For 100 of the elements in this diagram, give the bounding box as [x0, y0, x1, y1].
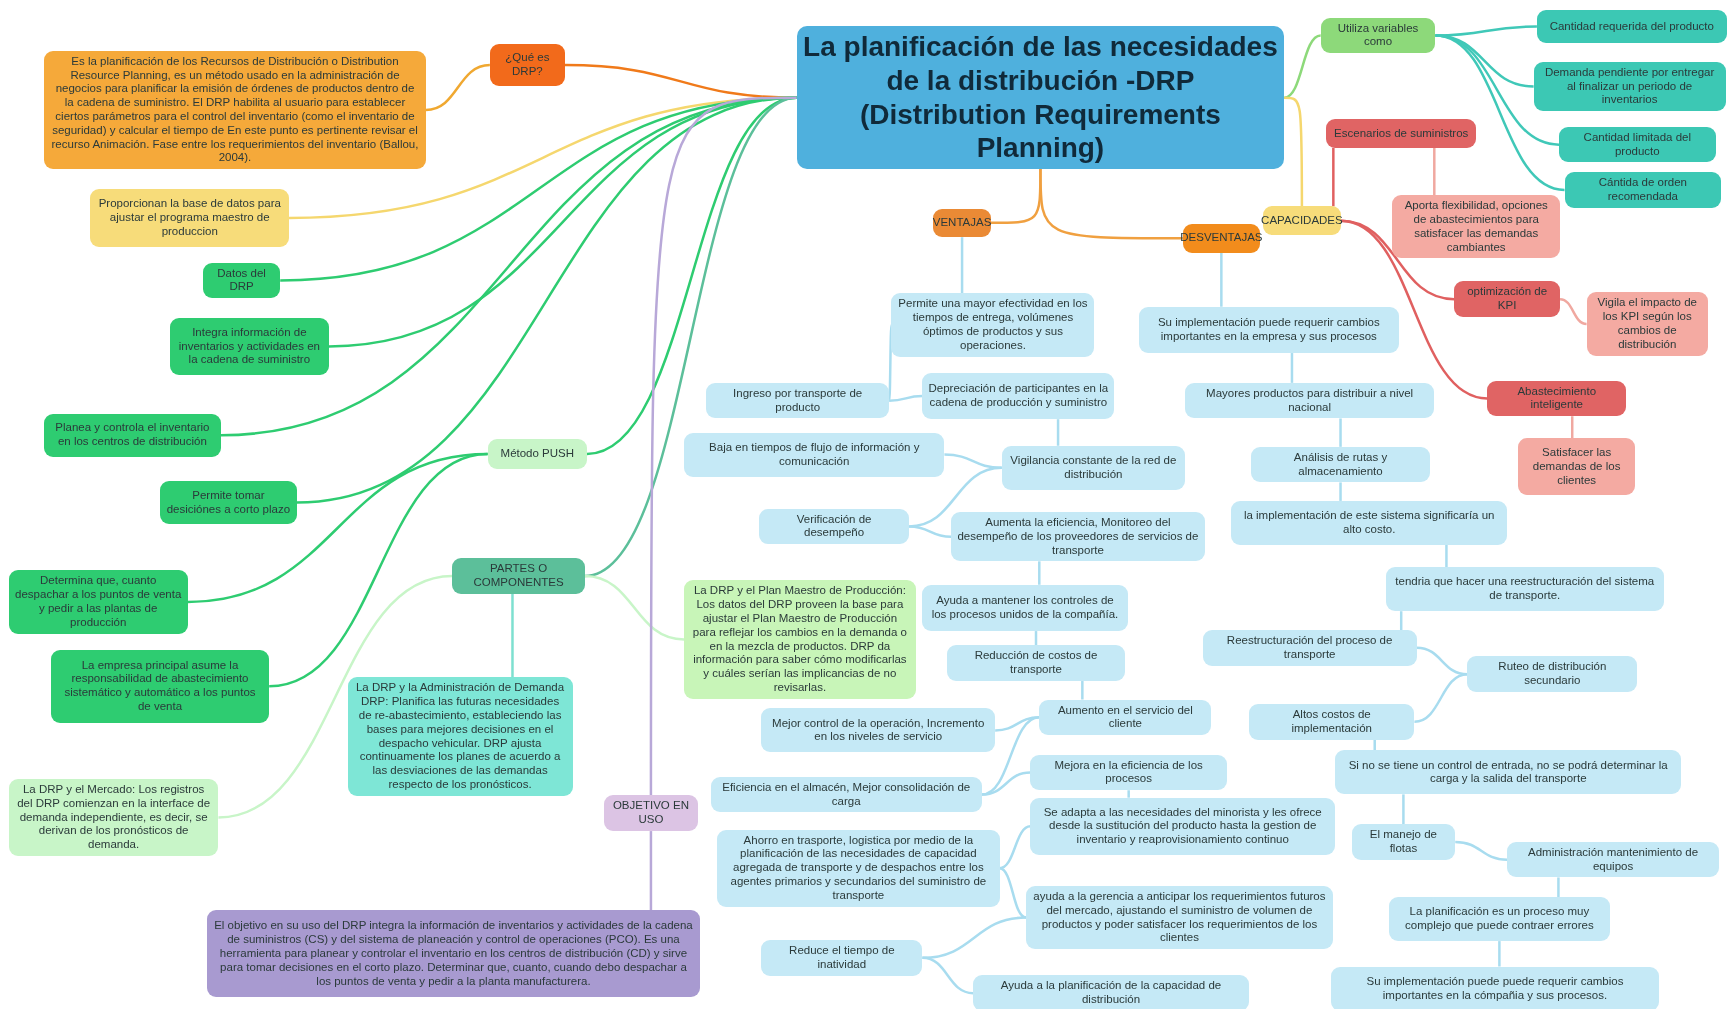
connector-line — [889, 394, 923, 402]
topic-box: Reestructuración del proceso de transporte — [1202, 630, 1417, 666]
connector-line — [1557, 877, 1560, 897]
topic-box: Reducción de costos de transporte — [946, 645, 1126, 682]
topic-box: La planificación es un proceso muy complejo que puede contraer errores — [1389, 897, 1610, 942]
topic-box: Método PUSH — [487, 439, 587, 469]
topic-box: Vigilancia constante de la red de distribución — [1001, 445, 1185, 490]
topic-box: ¿Qué es DRP? — [489, 44, 565, 87]
connector-line — [268, 452, 488, 688]
topic-box: Planea y controla el inventario en los centros de distribución — [44, 413, 221, 457]
topic-box: Permite una mayor efectividad en los tiempos de entrega, volúmenes óptimos de productos y sus operaciones. — [891, 293, 1095, 357]
connector-line — [1373, 739, 1376, 751]
topic-box: Integra información de inventarios y actividades en la cadena de suministro — [169, 317, 329, 376]
connector-line — [1414, 673, 1468, 723]
connector-line — [1399, 611, 1403, 630]
connector-line — [960, 237, 964, 294]
connector-line — [1433, 147, 1436, 196]
connector-line — [1081, 681, 1084, 700]
topic-box: VENTAJAS — [933, 208, 991, 238]
topic-box: Su implementación puede puede requerir cambios importantes en la cómpañia y sus procesos. — [1330, 966, 1660, 1009]
topic-box: La DRP y el Plan Maestro de Producción: Los datos del DRP proveen la base para ajustar el Plan Maestro de Producción para reflejar los cambios en la demanda o en la mezcla de productos. DRP da información para saber cómo modificarlas y cuáles serían las implicancias de no revisarlas. — [684, 580, 916, 699]
topic-box: Ayuda a mantener los controles de los procesos unidos de la compañía. — [922, 584, 1128, 632]
topic-box: La empresa principal asume la responsabilidad de abastecimiento sistemático y automático a los puntos de venta — [50, 649, 270, 723]
connector-line — [1570, 416, 1574, 438]
topic-box: Permite tomar desiciónes a corto plazo — [159, 481, 297, 525]
topic-box: Cántida de orden recomendada — [1564, 172, 1722, 208]
topic-box: tendria que hacer una reestructuración del sistema de transporte. — [1385, 567, 1664, 612]
topic-box: Abastecimiento inteligente — [1487, 380, 1627, 417]
topic-box: Depreciación de participantes en la cadena de producción y suministro — [922, 372, 1115, 420]
connector-line — [1039, 168, 1183, 240]
topic-box: Aumento en el servicio del cliente — [1039, 699, 1212, 736]
topic-box: Es la planificación de los Recursos de Distribución o Distribution Resource Planning, es un método usado en la administración de negocios para planificar la emisión de órdenes de productos dentro de la cadena de suministro. El DRP habilita al usuario para establecer ciertos parámetros para el control del inventario (como el inventario de seguridad) y calcular el tiempo de En este punto es pertinente revisar el recurso Animación. Fase entre los requerimientos del inventario (Ballou, 2004). — [44, 50, 426, 170]
topic-box: El objetivo en su uso del DRP integra la información de inventarios y actividades de la cadena de suministros (CS) y del sistema de planeación y control de operaciones (PCO). Es una herramienta para planear y controlar el inventario en los centros de distribución (CD) y sirve para tomar decisiones en el corto plazo. Determinar que, cuanto, cuando debo despachar a los puntos de venta y pedir a la planta manufacturera. — [207, 910, 700, 998]
topic-box: El manejo de flotas — [1351, 824, 1456, 860]
connector-line — [1445, 545, 1448, 568]
connector-line — [649, 831, 653, 911]
topic-box: Eficiencia en el almacén, Mejor consolidación de carga — [710, 776, 982, 813]
connector-line — [1038, 561, 1041, 585]
connector-line — [922, 956, 974, 995]
topic-box: Determina que, cuanto despachar a los puntos de venta y pedir a las plantas de producción — [8, 570, 188, 634]
topic-box: Aumenta la eficiencia, Monitoreo del desempeño de los proveedores de servicios de transporte — [951, 511, 1205, 562]
connector-line — [1559, 297, 1587, 326]
connector-line — [944, 453, 1002, 470]
topic-box: Análisis de rutas y almacenamiento — [1251, 446, 1430, 483]
topic-box: la implementación de este sistema significaría un alto costo. — [1231, 500, 1508, 545]
topic-box: ayuda a la gerencia a anticipar los requerimientos futuros del mercado, ajustando el suministro de volumen de productos y poder satisfacer los requerimientos de los clientes — [1026, 885, 1333, 950]
connector-line — [999, 825, 1031, 870]
central-topic-box: La planificación de las necesidades de la distribución -DRP (Distribution Requirements Planning) — [796, 26, 1285, 169]
topic-box: Verificación de desempeño — [759, 508, 910, 545]
topic-box: Datos del DRP — [203, 262, 281, 299]
topic-box: Utiliza variables como — [1320, 17, 1436, 54]
connector-line — [1339, 482, 1342, 501]
connector-line — [425, 63, 490, 112]
topic-box: Aporta flexibilidad, opciones de abastecimientos para satisfacer las demandas cambiantes — [1392, 195, 1561, 259]
topic-box: Reduce el tiempo de inatividad — [761, 940, 923, 976]
topic-box: La DRP y la Administración de Demanda DRP: Planifica las futuras necesidades de re-abastecimiento, estableciendo las bases para mejores decisiones en el despacho vehicular. DRP ajusta continuamente los planes de acuerdo a las desviaciones de las demandas respecto de los pronósticos. — [347, 677, 573, 796]
connector-line — [218, 574, 453, 819]
topic-box: Administración mantenimiento de equipos — [1507, 841, 1719, 878]
connector-line — [1127, 790, 1130, 798]
topic-box: Cantidad requerida del producto — [1536, 9, 1727, 43]
topic-box: optimización de KPI — [1454, 281, 1561, 317]
topic-box: Mayores productos para distribuir a nivel nacional — [1184, 382, 1435, 419]
connector-line — [999, 867, 1027, 919]
connector-line — [1290, 353, 1294, 383]
connector-line — [649, 96, 797, 796]
connector-line — [1340, 219, 1488, 400]
topic-box: Ruteo de distribución secundario — [1467, 656, 1638, 693]
connector-line — [1498, 941, 1501, 967]
topic-box: Vigila el impacto de los KPI según los cambios de distribución — [1586, 292, 1708, 356]
topic-box: La DRP y el Mercado: Los registros del DRP comienzan en la interface de demanda independiente, es decir, se derivan de los pronósticos de demanda. — [8, 778, 219, 856]
connector-line — [511, 593, 514, 678]
topic-box: Si no se tiene un control de entrada, no se podrá determinar la carga y la salida del transporte — [1335, 750, 1682, 795]
connector-line — [1284, 96, 1304, 207]
connector-line — [1455, 840, 1508, 861]
topic-box: Se adapta a las necesidades del minorista y les ofrece desde la sustitución del producto hasta la gestion de inventario y reaprovisionamiento continuo — [1030, 797, 1335, 856]
connector-line — [1332, 147, 1335, 207]
topic-box: Proporcionan la base de datos para ajustar el programa maestro de produccion — [90, 188, 290, 248]
topic-box: Baja en tiempos de flujo de información y comunicación — [684, 432, 945, 477]
topic-box: Escenarios de suministros — [1326, 119, 1477, 148]
connector-line — [1435, 34, 1565, 192]
topic-box: Cantidad limitada del producto — [1559, 126, 1716, 163]
topic-box: Mejora en la eficiencia de los procesos — [1030, 754, 1227, 791]
topic-box: OBJETIVO EN USO — [603, 795, 699, 832]
topic-box: Satisfacer las demandas de los clientes — [1518, 438, 1636, 496]
connector-line — [584, 574, 685, 641]
topic-box: Altos costos de implementación — [1248, 703, 1415, 740]
connector-line — [1056, 419, 1060, 446]
connector-line — [1339, 418, 1342, 447]
topic-box: Ayuda a la planificación de la capacidad de distribución — [973, 975, 1249, 1009]
topic-box: Ahorro en trasporte, logistica por medio de la planificación de las necesidades de capacidad agregada de transporte y de despachos entre los agentes primarios y secundarios del suministro de transporte — [717, 829, 1000, 907]
topic-box: Demanda pendiente por entregar al finalizar un periodo de inventarios — [1533, 61, 1726, 112]
connector-line — [1220, 252, 1223, 307]
topic-box: Su implementación puede requerir cambios importantes en la empresa y sus procesos — [1138, 306, 1399, 354]
topic-box: Mejor control de la operación, Incremento en los niveles de servicio — [761, 708, 996, 753]
connector-line — [922, 916, 1027, 960]
connector-line — [909, 525, 952, 538]
connector-line — [1402, 794, 1405, 825]
topic-box: Ingreso por transporte de producto — [706, 382, 890, 419]
topic-box: PARTES O COMPONENTES — [452, 558, 585, 594]
connector-line — [981, 771, 1031, 796]
